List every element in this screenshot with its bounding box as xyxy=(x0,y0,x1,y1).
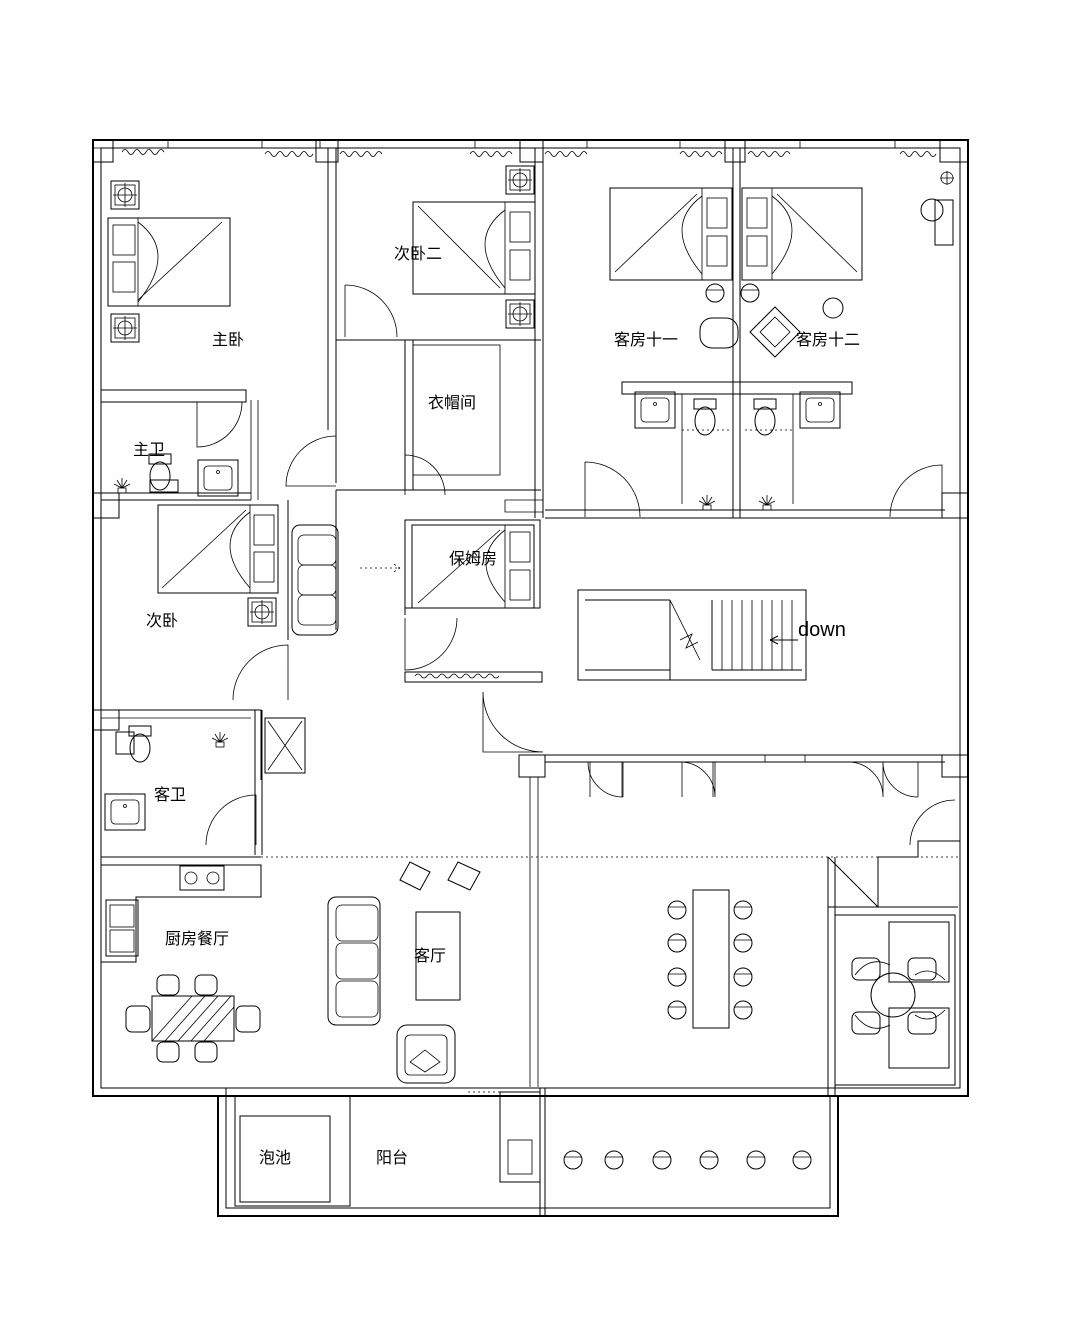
label-guest-room-12: 客房十二 xyxy=(796,330,860,349)
label-living-room: 客厅 xyxy=(414,946,446,965)
label-guest-bath: 客卫 xyxy=(154,785,186,804)
exterior-walls xyxy=(92,139,969,1097)
label-guest-room-11: 客房十一 xyxy=(614,330,678,349)
label-master-bath: 主卫 xyxy=(133,440,165,459)
label-bedroom-2: 次卧二 xyxy=(394,244,442,263)
room-labels: 主卧 次卧二 客房十一 客房十二 衣帽间 主卫 保姆房 次卧 客卫 厨房餐厅 客… xyxy=(133,244,860,1167)
label-cloakroom: 衣帽间 xyxy=(428,393,476,412)
doors xyxy=(196,284,956,846)
balcony-walls xyxy=(93,1088,968,1217)
label-balcony: 阳台 xyxy=(376,1148,408,1167)
label-nanny-room: 保姆房 xyxy=(449,549,497,568)
label-second-bedroom: 次卧 xyxy=(146,611,178,630)
label-pool: 泡池 xyxy=(259,1148,291,1167)
interior-walls xyxy=(101,148,961,1207)
furniture xyxy=(101,165,954,1170)
label-kitchen-dining: 厨房餐厅 xyxy=(165,929,229,948)
label-stairs-down: down xyxy=(798,619,846,641)
label-master-bedroom: 主卧 xyxy=(212,330,244,349)
